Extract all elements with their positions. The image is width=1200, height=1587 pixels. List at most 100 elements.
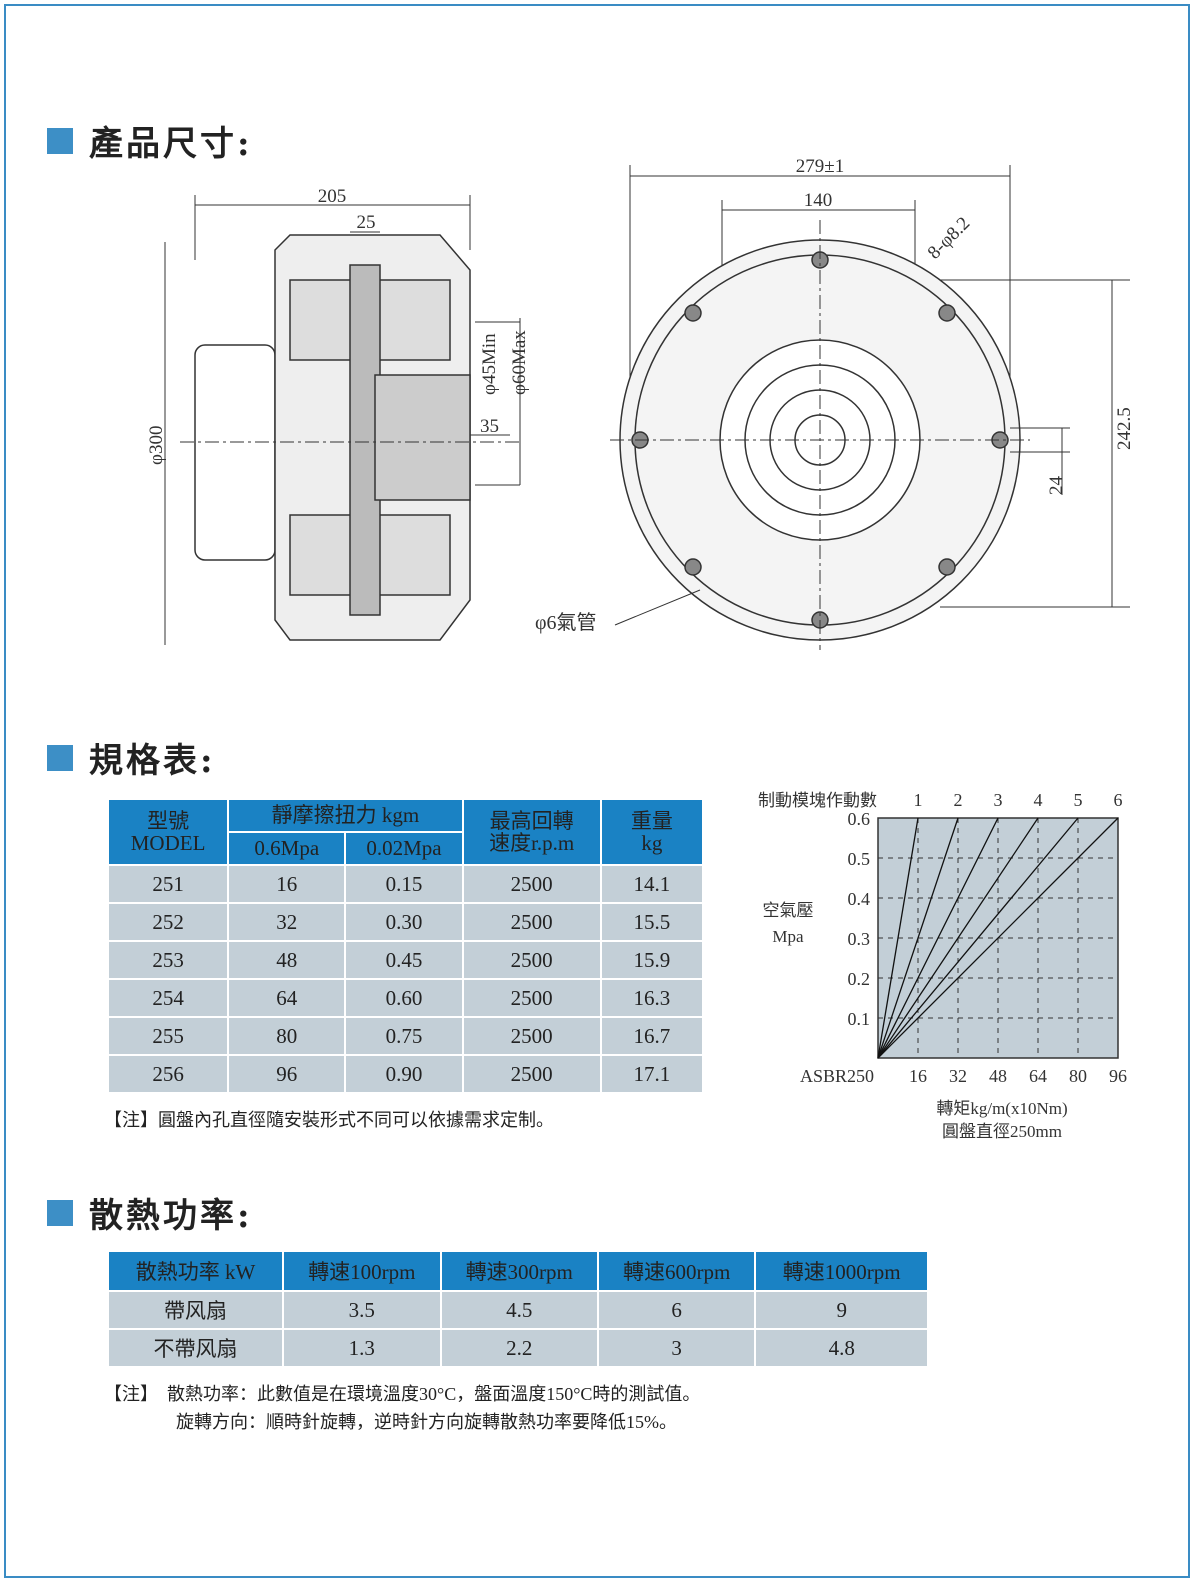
dim-242: 242.5: [1114, 407, 1135, 450]
series-label: 6: [1114, 790, 1123, 810]
header-model-en: MODEL: [130, 831, 206, 855]
section-specs: 規格表:: [47, 733, 216, 782]
table-cell: 253: [106, 940, 230, 980]
section-dimensions: 產品尺寸:: [47, 116, 253, 165]
table-cell: 2500: [461, 864, 602, 904]
heat-header: 轉速100rpm: [282, 1250, 442, 1292]
table-cell: 0.30: [344, 902, 464, 942]
header-model: 型號: [147, 808, 190, 833]
section-marker: [47, 1199, 73, 1226]
table-cell: 80: [227, 1016, 347, 1056]
dim-35: 35: [480, 416, 499, 437]
table-cell: 252: [106, 902, 230, 942]
table-cell: 48: [227, 940, 347, 980]
y-tick-label: 0.2: [848, 969, 871, 989]
heat-header: 轉速300rpm: [439, 1250, 599, 1292]
table-cell: 2500: [461, 902, 602, 942]
dim-140: 140: [804, 190, 833, 211]
x-tick-label: 64: [1029, 1066, 1047, 1086]
section-marker: [47, 744, 73, 771]
series-line-6: [877, 817, 1119, 1059]
section-marker: [47, 127, 73, 154]
chart-top-label: 制動模塊作動數: [758, 791, 877, 810]
section-title: 散熱功率:: [89, 1196, 253, 1236]
series-line-1: [877, 817, 919, 1059]
series-label: 1: [914, 790, 923, 810]
series-label: 4: [1034, 790, 1043, 810]
dim-300: φ300: [146, 426, 167, 465]
table-cell: 0.45: [344, 940, 464, 980]
y-tick-label: 0.4: [848, 889, 871, 909]
x-tick-label: 32: [949, 1066, 967, 1086]
table-cell: 64: [227, 978, 347, 1018]
x-tick-label: 96: [1109, 1066, 1127, 1086]
table-cell: 2500: [461, 940, 602, 980]
table-cell: 3.5: [282, 1290, 442, 1330]
table-cell: 256: [106, 1054, 230, 1094]
side-view-drawing: 205 25 φ300 φ45Min φ60Max 35: [146, 186, 530, 645]
table-cell: 15.5: [599, 902, 705, 942]
section-title: 產品尺寸:: [89, 124, 253, 164]
table-cell: 15.9: [599, 940, 705, 980]
table-cell: 2500: [461, 978, 602, 1018]
series-label: 5: [1074, 790, 1083, 810]
y-tick-label: 0.1: [848, 1009, 871, 1029]
header-speed: 最高回轉: [489, 808, 574, 833]
table-cell: 16.3: [599, 978, 705, 1018]
x-axis-label: 轉矩kg/m(x10Nm): [936, 1099, 1067, 1118]
heat-header: 散熱功率 kW: [106, 1250, 285, 1292]
series-label: 2: [954, 790, 963, 810]
series-line-3: [877, 817, 999, 1059]
dim-279: 279±1: [796, 156, 844, 177]
table-cell: 251: [106, 864, 230, 904]
table-cell: 9: [754, 1290, 929, 1330]
header-weight: 重量: [630, 808, 673, 833]
heat-header: 轉速1000rpm: [754, 1250, 929, 1292]
series-label: 3: [994, 790, 1003, 810]
dim-24: 24: [1046, 476, 1067, 496]
section-heat: 散熱功率:: [47, 1188, 253, 1237]
dim-25: 25: [357, 212, 376, 233]
table-cell: 2.2: [439, 1328, 599, 1368]
spec-note: 【注】圓盤內孔直徑隨安裝形式不同可以依據需求定制。: [104, 1110, 554, 1130]
table-cell: 帶风扇: [106, 1290, 285, 1330]
table-cell: 0.90: [344, 1054, 464, 1094]
table-cell: 0.75: [344, 1016, 464, 1056]
table-cell: 0.60: [344, 978, 464, 1018]
y-axis-label: 空氣壓: [763, 901, 814, 920]
series-line-2: [877, 817, 959, 1059]
heat-header: 轉速600rpm: [596, 1250, 757, 1292]
front-view-drawing: 279±1 140 8-φ8.2 242.5 24: [610, 156, 1135, 650]
table-cell: 4.8: [754, 1328, 929, 1368]
table-cell: 254: [106, 978, 230, 1018]
dim-205: 205: [318, 186, 347, 207]
table-cell: 4.5: [439, 1290, 599, 1330]
page-frame: [4, 4, 1190, 1578]
section-title: 規格表:: [89, 741, 216, 781]
table-cell: 2500: [461, 1054, 602, 1094]
x-tick-label: 48: [989, 1066, 1007, 1086]
table-cell: 96: [227, 1054, 347, 1094]
model-label: ASBR250: [800, 1066, 874, 1086]
y-tick-label: 0.6: [848, 809, 871, 829]
x-tick-label: 80: [1069, 1066, 1087, 1086]
table-cell: 255: [106, 1016, 230, 1056]
dim-45min: φ45Min: [479, 333, 500, 395]
header-speed-unit: 速度r.p.m: [489, 831, 575, 855]
table-cell: 0.15: [344, 864, 464, 904]
heat-note-1: 【注】 散熱功率：此數值是在環境溫度30°C，盤面溫度150°C時的測試值。: [104, 1384, 701, 1404]
table-cell: 3: [596, 1328, 757, 1368]
header-p1: 0.6Mpa: [227, 831, 347, 866]
table-cell: 14.1: [599, 864, 705, 904]
header-p2: 0.02Mpa: [344, 831, 464, 866]
